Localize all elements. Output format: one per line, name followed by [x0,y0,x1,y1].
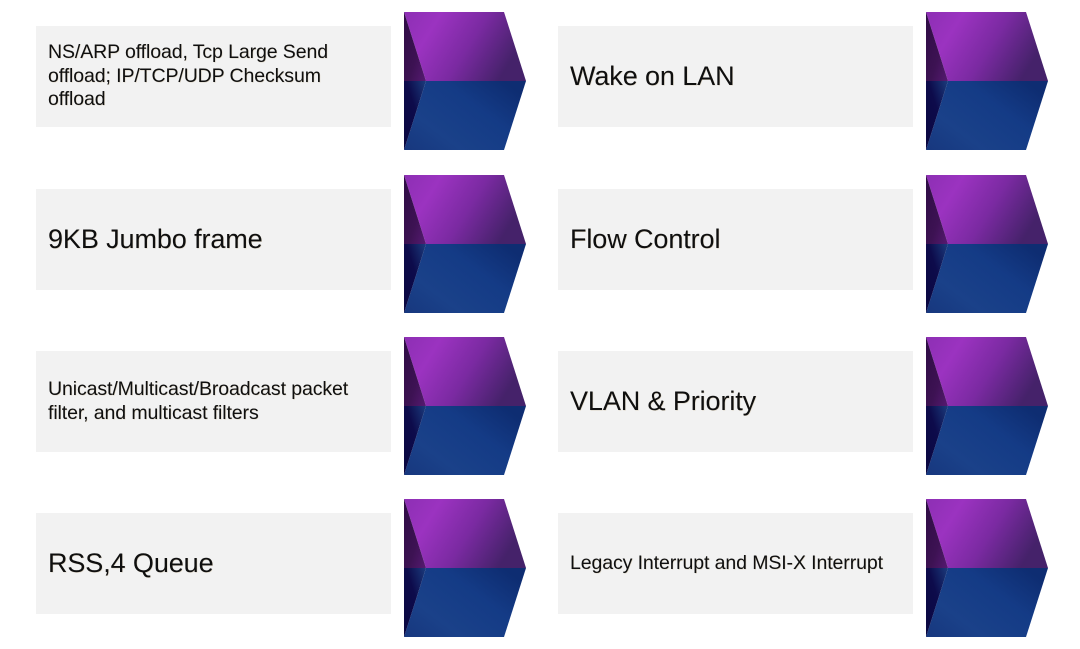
feature-label-ns-arp-offload: NS/ARP offload, Tcp Large Send offload; … [48,40,328,111]
feature-label-vlan-priority: VLAN & Priority [570,386,757,417]
feature-plate-packet-filter: Unicast/Multicast/Broadcast packet filte… [36,351,391,452]
feature-label-jumbo-frame: 9KB Jumbo frame [48,224,263,255]
feature-plate-interrupts: Legacy Interrupt and MSI-X Interrupt [558,513,913,614]
feature-item-jumbo-frame[interactable]: 9KB Jumbo frame [36,173,526,315]
feature-item-flow-control[interactable]: Flow Control [558,173,1048,315]
feature-item-vlan-priority[interactable]: VLAN & Priority [558,335,1048,477]
feature-plate-rss-queue: RSS,4 Queue [36,513,391,614]
feature-label-interrupts: Legacy Interrupt and MSI-X Interrupt [570,551,883,574]
chevron-arrow-icon [382,10,526,152]
chevron-arrow-icon [382,497,526,639]
feature-label-packet-filter: Unicast/Multicast/Broadcast packet filte… [48,377,349,424]
feature-plate-jumbo-frame: 9KB Jumbo frame [36,189,391,290]
feature-item-interrupts[interactable]: Legacy Interrupt and MSI-X Interrupt [558,497,1048,639]
feature-label-rss-queue: RSS,4 Queue [48,548,214,579]
chevron-arrow-icon [904,173,1048,315]
feature-label-wake-on-lan: Wake on LAN [570,61,735,92]
chevron-arrow-icon [904,10,1048,152]
feature-item-ns-arp-offload[interactable]: NS/ARP offload, Tcp Large Send offload; … [36,10,526,152]
chevron-arrow-icon [382,173,526,315]
chevron-arrow-icon [382,335,526,477]
chevron-arrow-icon [904,497,1048,639]
chevron-arrow-icon [904,335,1048,477]
feature-plate-wake-on-lan: Wake on LAN [558,26,913,127]
feature-plate-flow-control: Flow Control [558,189,913,290]
feature-item-wake-on-lan[interactable]: Wake on LAN [558,10,1048,152]
feature-item-rss-queue[interactable]: RSS,4 Queue [36,497,526,639]
feature-plate-vlan-priority: VLAN & Priority [558,351,913,452]
feature-plate-ns-arp-offload: NS/ARP offload, Tcp Large Send offload; … [36,26,391,127]
feature-item-packet-filter[interactable]: Unicast/Multicast/Broadcast packet filte… [36,335,526,477]
feature-label-flow-control: Flow Control [570,224,721,255]
